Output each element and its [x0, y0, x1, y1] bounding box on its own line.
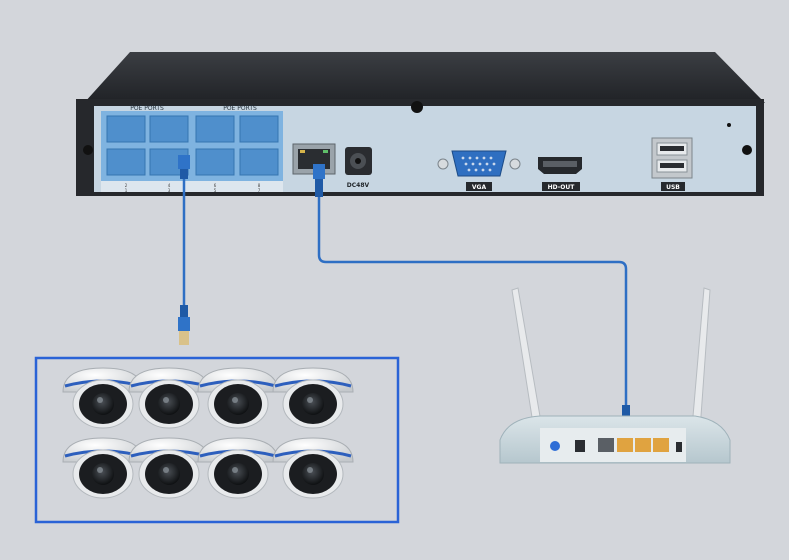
router-power-port [575, 440, 585, 452]
dome-camera-icon [197, 437, 279, 499]
vga-label: VGA [472, 184, 487, 191]
nvr-recorder: POE PORTS POE PORTS 2 1 4 3 6 5 8 7 [76, 52, 765, 196]
wifi-router [499, 287, 731, 464]
vga-port: VGA [437, 150, 521, 191]
screw-icon [437, 158, 449, 170]
rj45-plug-icon [178, 155, 190, 169]
nvr-top-cover [84, 52, 765, 103]
cable-nvr-to-cameras [178, 155, 190, 345]
rj45-plug-icon [313, 164, 325, 179]
port-number: 8 [258, 183, 261, 188]
usb-ports: USB [651, 137, 693, 191]
port-number: 3 [168, 188, 171, 193]
dome-camera-icon [128, 437, 210, 499]
port-number: 4 [168, 183, 171, 188]
poe-port-1 [106, 148, 146, 176]
dome-camera-icon [62, 437, 144, 499]
port-number: 7 [258, 188, 261, 193]
poe-port-4 [149, 115, 189, 143]
wps-button [550, 441, 560, 451]
dome-camera-icon [272, 367, 354, 429]
port-number: 2 [125, 183, 128, 188]
antenna-right [691, 287, 711, 431]
screw-icon [83, 145, 93, 155]
power-label: DC48V [347, 182, 370, 189]
router-side-button [676, 442, 682, 452]
dome-camera-icon [272, 437, 354, 499]
poe-port-2 [106, 115, 146, 143]
camera-group-frame [34, 356, 400, 524]
poe-label-left: POE PORTS [130, 105, 164, 112]
screw-icon [411, 101, 423, 113]
poe-label-right: POE PORTS [223, 105, 257, 112]
poe-ports-block: POE PORTS POE PORTS 2 1 4 3 6 5 8 7 [101, 105, 283, 193]
poe-port-7 [239, 148, 279, 176]
hdmi-label: HD-OUT [548, 184, 576, 191]
camera-group [62, 367, 354, 499]
dome-camera-icon [128, 367, 210, 429]
port-number-strip [101, 181, 283, 192]
poe-port-5 [195, 148, 235, 176]
poe-port-8 [239, 115, 279, 143]
router-ports [598, 438, 669, 452]
port-number: 5 [214, 188, 217, 193]
screw-icon [742, 145, 752, 155]
dome-camera-icon [62, 367, 144, 429]
port-number: 6 [214, 183, 217, 188]
antenna-left [511, 287, 543, 431]
power-port: DC48V [345, 147, 372, 189]
dome-camera-icon [197, 367, 279, 429]
port-number: 1 [125, 188, 128, 193]
reset-hole-icon [727, 123, 731, 127]
rj45-plug-icon [178, 317, 190, 331]
usb-label: USB [666, 184, 680, 191]
screw-icon [509, 158, 521, 170]
cable-nvr-to-router [313, 164, 632, 433]
poe-port-6 [195, 115, 235, 143]
hdmi-port: HD-OUT [538, 157, 582, 191]
